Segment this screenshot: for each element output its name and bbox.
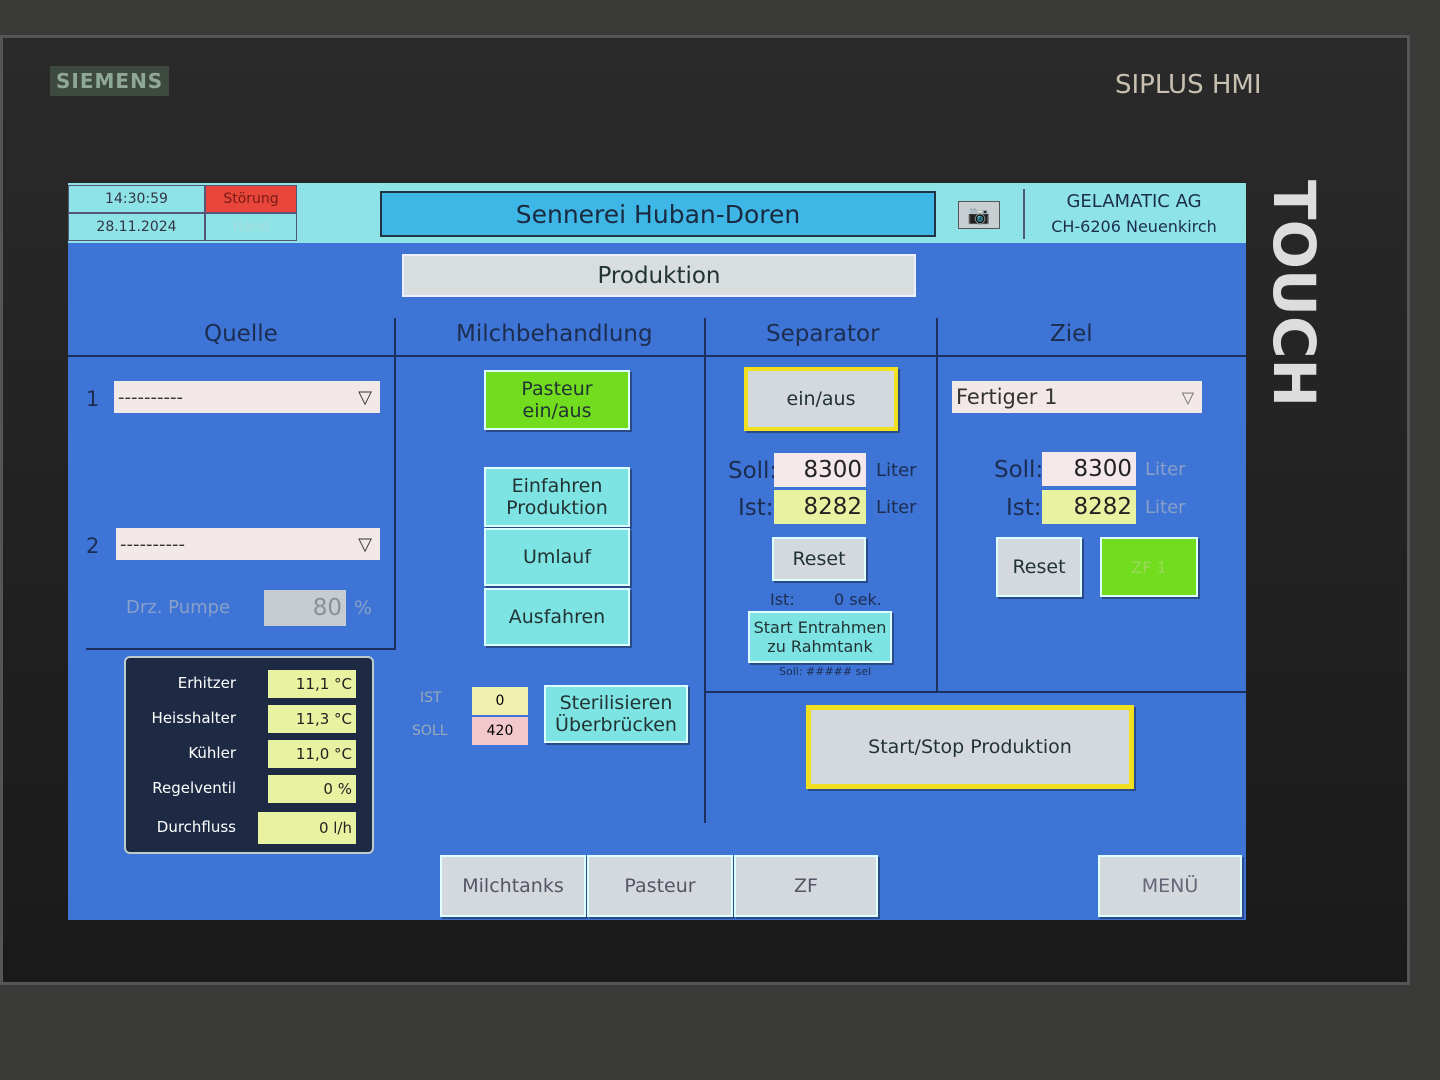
process-values-panel: Erhitzer 11,1 °C Heisshalter 11,3 °C Küh… — [124, 656, 374, 854]
separator-toggle-button[interactable]: ein/aus — [744, 367, 898, 431]
entrahmen-button[interactable]: Start Entrahmen zu Rahmtank — [748, 611, 892, 663]
chevron-down-icon: ▽ — [1181, 387, 1194, 407]
clock-date: 28.11.2024 — [68, 213, 205, 241]
durchfluss-value: 0 l/h — [258, 812, 356, 844]
separator-ist-unit: Liter — [876, 497, 917, 518]
heisshalter-label: Heisshalter — [151, 709, 236, 727]
target-dropdown[interactable]: Fertiger 1 ▽ — [952, 381, 1202, 413]
divider — [704, 318, 706, 823]
zf1-button[interactable]: ZF 1 — [1100, 537, 1198, 597]
section-separator: Separator — [766, 321, 880, 347]
page-title: Produktion — [402, 254, 916, 297]
steril-ist-label: IST — [420, 690, 442, 706]
nav-zf[interactable]: ZF — [734, 855, 878, 917]
source-2-label: 2 — [86, 534, 100, 558]
divider — [936, 318, 938, 691]
regelventil-value: 0 % — [268, 775, 356, 803]
source-2-dropdown[interactable]: ---------- ▽ — [116, 528, 380, 560]
ausfahren-button[interactable]: Ausfahren — [484, 588, 630, 646]
kuehler-label: Kühler — [188, 744, 236, 762]
separator-ist-label: Ist: — [738, 495, 774, 521]
mode-indicator: Hand — [205, 213, 297, 241]
erhitzer-label: Erhitzer — [177, 674, 236, 692]
chevron-down-icon: ▽ — [358, 386, 372, 408]
durchfluss-label: Durchfluss — [156, 818, 236, 836]
timer-value: 0 sek. — [834, 590, 882, 609]
sterilisieren-button[interactable]: Sterilisieren Überbrücken — [544, 685, 688, 743]
start-stop-production-button[interactable]: Start/Stop Produktion — [806, 705, 1134, 789]
ziel-ist-label: Ist: — [1006, 495, 1042, 521]
steril-soll-label: SOLL — [412, 723, 448, 739]
source-1-label: 1 — [86, 387, 100, 411]
separator-ist-value: 8282 — [774, 490, 866, 524]
ziel-soll-unit: Liter — [1145, 459, 1186, 480]
model-label: SIPLUS HMI — [1115, 70, 1262, 100]
pasteur-toggle-button[interactable]: Pasteur ein/aus — [484, 370, 630, 430]
hmi-screen: 14:30:59 28.11.2024 Störung Hand Sennere… — [68, 183, 1246, 920]
pump-unit: % — [354, 597, 373, 619]
pump-speed-input[interactable]: 80 — [264, 590, 346, 626]
divider — [86, 648, 396, 650]
source-1-value: ---------- — [118, 386, 183, 408]
separator-soll-label: Soll: — [728, 458, 778, 484]
chevron-down-icon: ▽ — [358, 533, 372, 555]
clock-time: 14:30:59 — [68, 185, 205, 213]
steril-ist-value: 0 — [472, 687, 528, 715]
company-name: GELAMATIC AG — [1066, 191, 1202, 212]
steril-soll-value[interactable]: 420 — [472, 717, 528, 745]
timer-label: Ist: — [770, 590, 795, 609]
plant-title: Sennerei Huban-Doren — [380, 191, 936, 237]
einfahren-button[interactable]: Einfahren Produktion — [484, 467, 630, 527]
divider — [68, 355, 1246, 357]
section-milchbehandlung: Milchbehandlung — [456, 321, 653, 347]
entrahmen-soll-time: Soll: ##### sel — [779, 665, 872, 678]
umlauf-button[interactable]: Umlauf — [484, 528, 630, 586]
source-2-value: ---------- — [120, 533, 185, 555]
ziel-reset-button[interactable]: Reset — [996, 537, 1082, 597]
separator-soll-unit: Liter — [876, 460, 917, 481]
regelventil-label: Regelventil — [152, 779, 236, 797]
camera-icon[interactable]: 📷 — [958, 201, 1000, 229]
target-value: Fertiger 1 — [956, 385, 1058, 409]
kuehler-value: 11,0 °C — [268, 740, 356, 768]
ziel-ist-unit: Liter — [1145, 497, 1186, 518]
company-location: CH-6206 Neuenkirch — [1051, 217, 1217, 236]
ziel-ist-value: 8282 — [1042, 490, 1136, 524]
heisshalter-value: 11,3 °C — [268, 705, 356, 733]
separator-reset-button[interactable]: Reset — [772, 537, 866, 581]
divider — [394, 318, 396, 648]
nav-pasteur[interactable]: Pasteur — [587, 855, 733, 917]
brand-logo: SIEMENS — [50, 66, 170, 96]
divider — [704, 691, 1246, 693]
fault-indicator[interactable]: Störung — [205, 185, 297, 213]
ziel-soll-label: Soll: — [994, 457, 1044, 483]
separator-soll-input[interactable]: 8300 — [774, 453, 866, 487]
section-ziel: Ziel — [1050, 321, 1093, 347]
erhitzer-value: 11,1 °C — [268, 670, 356, 698]
ziel-soll-input[interactable]: 8300 — [1042, 452, 1136, 486]
nav-menu[interactable]: MENÜ — [1098, 855, 1242, 917]
nav-milchtanks[interactable]: Milchtanks — [440, 855, 586, 917]
pump-label: Drz. Pumpe — [126, 597, 231, 618]
section-quelle: Quelle — [204, 321, 278, 347]
touch-label: TOUCH — [1260, 180, 1328, 408]
source-1-dropdown[interactable]: ---------- ▽ — [114, 381, 380, 413]
